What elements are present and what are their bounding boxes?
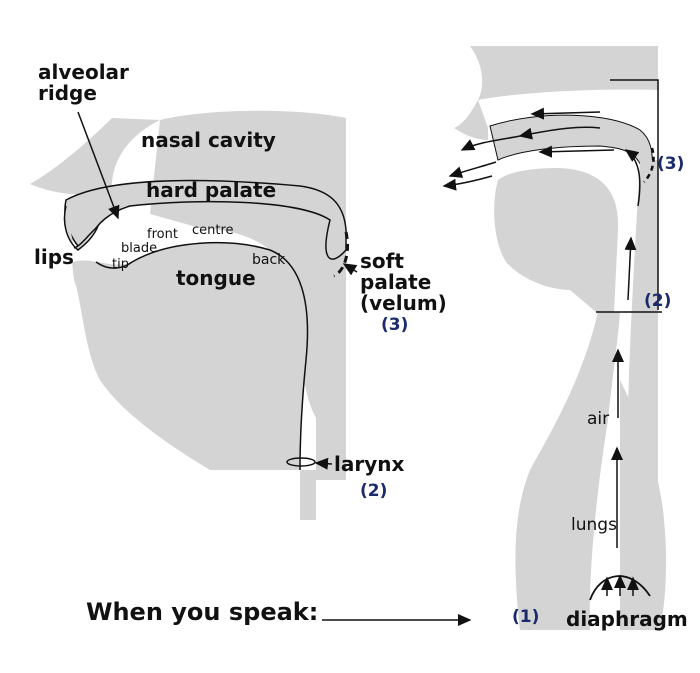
- alveolar-ridge-label: alveolar ridge: [38, 60, 129, 105]
- airflow-arrow-nasal-2: [518, 126, 601, 140]
- left-head-section: [30, 110, 349, 521]
- soft-palate-dashed: [333, 231, 349, 278]
- right-face-block: [494, 168, 619, 312]
- velum-number-right: (3): [657, 154, 685, 174]
- centre-label: centre: [192, 223, 234, 238]
- airflow-arrow-upper: [624, 149, 641, 207]
- blade-label: blade: [121, 241, 158, 256]
- airflow-arrow-nasal-1: [530, 107, 601, 120]
- airflow-arrow-out-3: [442, 175, 493, 191]
- soft-palate-number: (3): [381, 315, 409, 335]
- tongue-label: tongue: [176, 266, 256, 290]
- nasal-cavity-label: nasal cavity: [141, 128, 276, 152]
- larynx-arrow: [314, 457, 333, 470]
- right-lung-shape: [620, 380, 667, 630]
- alveolar-ridge-arrow: [77, 111, 120, 220]
- right-top-block: [470, 46, 658, 100]
- lips-label: lips: [34, 245, 74, 269]
- right-airflow-section: [454, 46, 667, 630]
- tongue-outline: [95, 241, 309, 471]
- air-label: air: [587, 409, 610, 429]
- airflow-arrows: [442, 107, 641, 548]
- front-label: front: [147, 227, 178, 242]
- right-nose-shape: [454, 100, 488, 140]
- upper-lip-shape: [63, 205, 99, 251]
- soft-palate-label: soft palate (velum): [360, 249, 447, 315]
- soft-palate-arrow: [342, 263, 358, 276]
- lungs-label: lungs: [571, 515, 617, 535]
- right-velum-dashed: [643, 147, 655, 183]
- larynx-number-right: (2): [644, 291, 672, 311]
- airflow-arrow-oral-1: [538, 145, 615, 158]
- diaphragm-label: diaphragm: [566, 607, 688, 631]
- caption: When you speak:: [86, 598, 319, 626]
- airflow-arrow-pharynx: [624, 236, 637, 301]
- back-label: back: [252, 252, 286, 268]
- airflow-arrow-out-1: [460, 135, 521, 151]
- right-bracket-line: [610, 79, 659, 310]
- larynx-number: (2): [360, 481, 388, 501]
- jaw-tongue-shape: [72, 242, 319, 521]
- diaphragm-number: (1): [512, 607, 540, 627]
- hard-palate-label: hard palate: [146, 178, 277, 202]
- right-neck-shape: [515, 312, 620, 630]
- tip-label: tip: [112, 257, 129, 272]
- larynx-label: larynx: [334, 452, 405, 476]
- airflow-arrow-out-2: [448, 161, 497, 178]
- right-palate-shape: [489, 114, 653, 177]
